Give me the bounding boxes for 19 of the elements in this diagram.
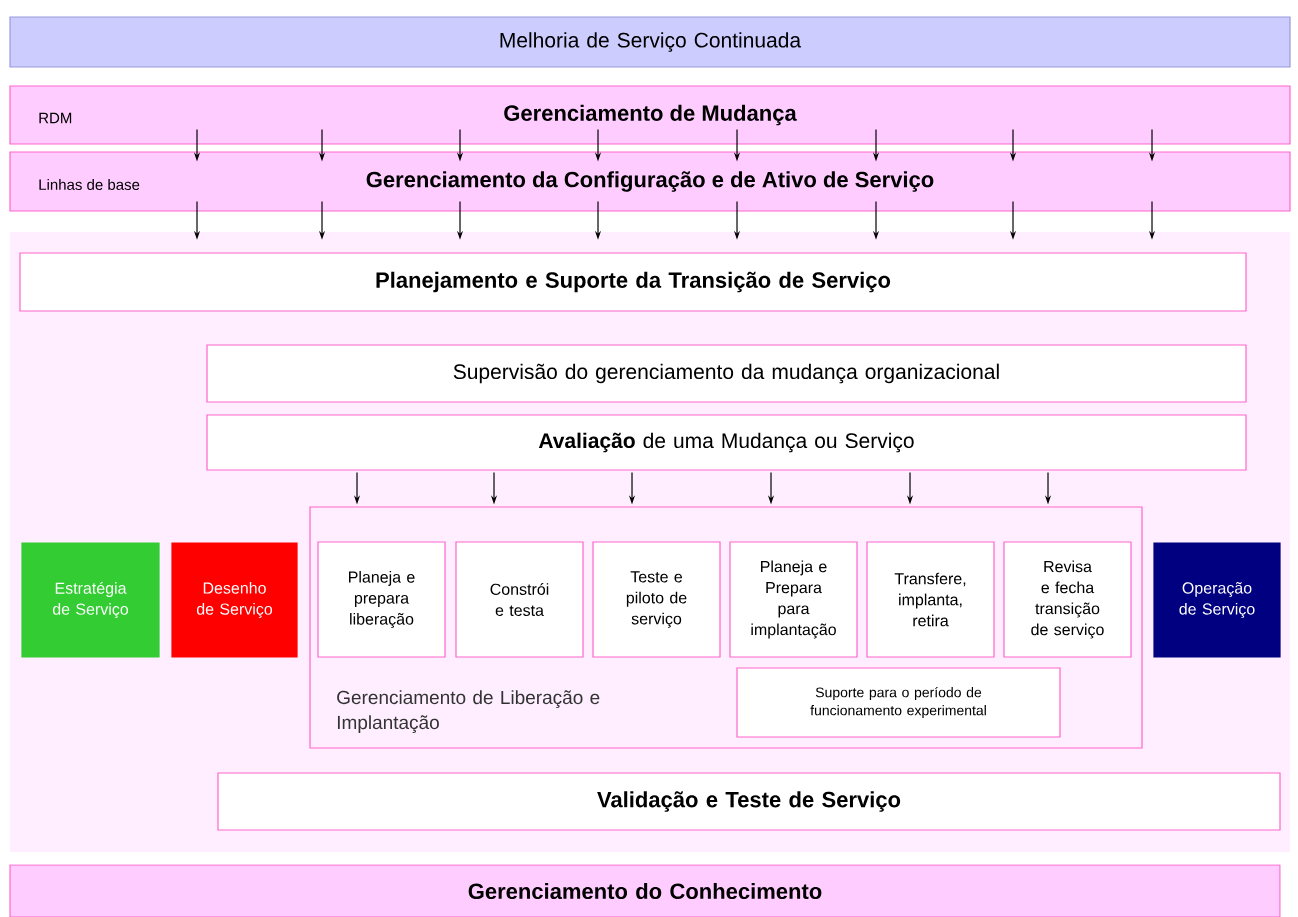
stage-box: Operação de Serviço <box>1153 542 1281 658</box>
heading-band: Melhoria de Serviço Continuada <box>9 16 1291 68</box>
process-box: Validação e Teste de Serviço <box>217 772 1281 831</box>
stage-box: Desenho de Serviço <box>171 542 298 658</box>
step-box: Planeja e prepara liberação <box>317 541 446 658</box>
process-box: Supervisão do gerenciamento da mudança organizacional <box>206 344 1247 403</box>
band-label: RDM <box>39 112 72 124</box>
step-box: Constrói e testa <box>455 541 584 658</box>
step-box: Revisa e fecha transição de serviço <box>1003 541 1132 658</box>
step-box: Planeja e Prepara para implantação <box>729 541 858 658</box>
stage-box: Estratégia de Serviço <box>21 542 160 658</box>
process-band: Gerenciamento do Conhecimento <box>9 864 1281 917</box>
group-label: Gerenciamento de Liberação e Implantação <box>337 690 600 733</box>
process-box: Planejamento e Suporte da Transição de Serviço <box>19 252 1247 312</box>
step-box: Suporte para o período de funcionamento experimental <box>736 667 1061 738</box>
band-label: Linhas de base <box>39 179 140 190</box>
step-box: Transfere, implanta, retira <box>866 541 995 658</box>
process-box: Avaliação de uma Mudança ou Serviço <box>206 414 1247 471</box>
step-box: Teste e piloto de serviço <box>592 541 721 658</box>
